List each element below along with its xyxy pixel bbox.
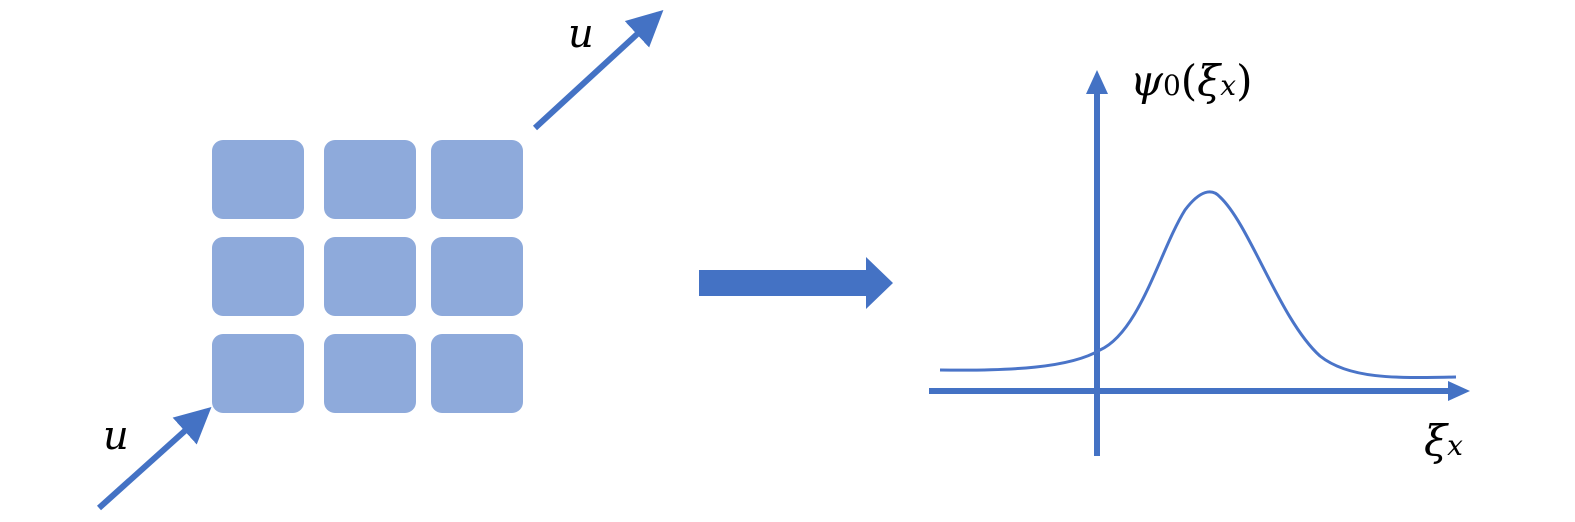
xi-subscript: x — [1447, 429, 1463, 462]
psi-open-paren: ( — [1180, 56, 1198, 105]
incoming-arrow — [96, 406, 212, 511]
lattice-tile — [212, 140, 304, 219]
lattice-tile — [324, 334, 416, 413]
lattice-tile — [212, 334, 304, 413]
psi-symbol: ψ — [1130, 56, 1163, 105]
momentum-label-in: u — [103, 416, 129, 456]
y-axis-label: ψ0(ξx) — [1130, 60, 1252, 102]
lattice-tile — [431, 140, 523, 219]
u-bottom-text: u — [103, 413, 129, 459]
lattice-grid — [212, 140, 523, 413]
lattice-tile — [324, 140, 416, 219]
psi-close-paren: ) — [1236, 56, 1253, 105]
lattice-tile — [431, 237, 523, 316]
y-axis-arrowhead-icon — [1086, 70, 1108, 94]
lattice-tile — [431, 334, 523, 413]
wavefunction-curve — [939, 190, 1457, 380]
right-block-arrow-icon — [699, 257, 893, 309]
psi-xi-subscript: x — [1220, 69, 1237, 102]
momentum-label-out: u — [568, 14, 594, 54]
lattice-tile — [212, 237, 304, 316]
psi-xi-symbol: ξ — [1197, 56, 1221, 105]
outgoing-arrow — [532, 9, 664, 131]
psi-index: 0 — [1162, 69, 1181, 102]
u-top-text: u — [568, 11, 594, 57]
lattice-tile — [324, 237, 416, 316]
x-axis-arrowhead-icon — [1448, 381, 1470, 401]
xi-symbol: ξ — [1424, 416, 1448, 465]
x-axis-label: ξx — [1424, 420, 1463, 462]
